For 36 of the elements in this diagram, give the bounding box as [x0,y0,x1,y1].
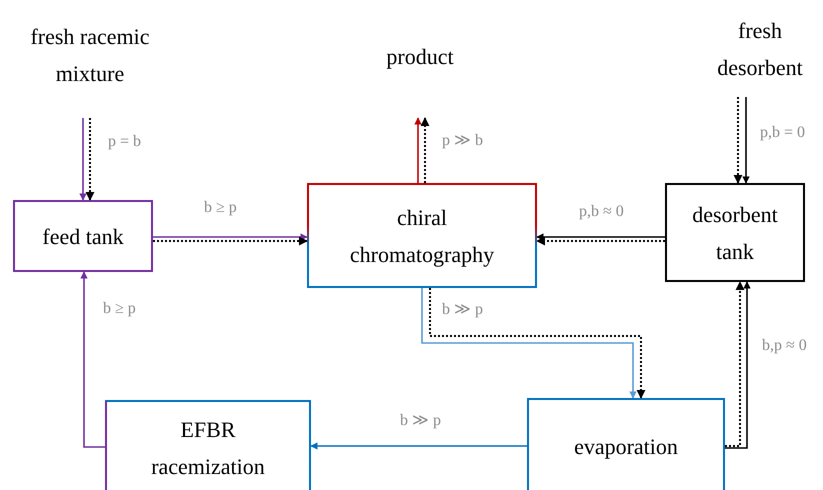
edge-label: b ≥ p [202,198,239,218]
edge-label: b ≫ p [440,300,485,320]
process-box [105,400,311,490]
arrow [86,118,94,201]
arrow [725,281,751,449]
edge-label: b ≥ p [101,299,138,319]
arrow [742,97,750,184]
node-text: fresh desorbent [716,17,804,82]
process-box [13,200,153,272]
process-box [307,183,537,288]
edge-label: b,p ≈ 0 [760,336,809,356]
node-text: evaporation [574,433,678,461]
process-box [665,183,805,282]
arrow [536,233,665,241]
arrow [420,117,430,183]
node-text: feed tank [42,222,124,250]
edge-label: p,b ≈ 0 [577,202,626,222]
node-text: fresh racemic mixture [29,23,151,88]
arrow [80,271,105,448]
arrow [153,236,308,246]
process-box [527,398,725,490]
node-text: product [386,43,454,71]
arrow [310,442,527,450]
edge-label: b ≫ p [398,411,443,431]
arrow [79,118,87,201]
arrow [725,281,744,447]
node-text: chiral chromatography [348,204,496,269]
arrow [153,233,308,241]
arrow [734,97,742,184]
edge-label: p,b = 0 [758,123,808,143]
node-text: EFBR racemization [150,416,266,480]
edge-label: p ≫ b [440,131,485,151]
edge-label: p = b [106,132,144,152]
node-text: desorbent tank [691,200,779,266]
arrow [536,236,665,246]
arrow [414,117,422,183]
